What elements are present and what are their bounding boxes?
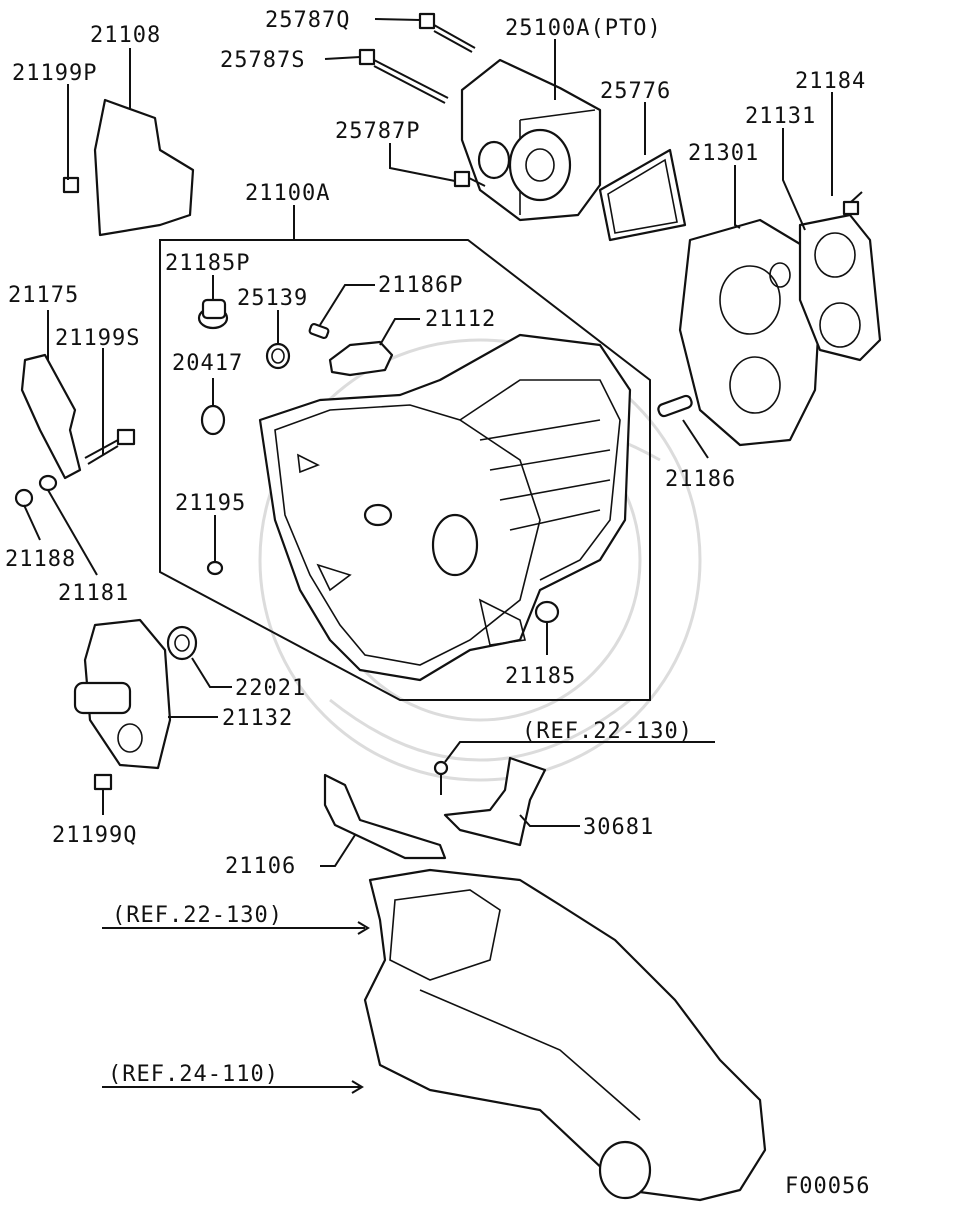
bolt-21199P [62,176,80,194]
bolt-21199Q [93,773,113,791]
label-21112: 21112 [425,307,496,332]
label-25139: 25139 [237,286,308,311]
bolt-25787Q [418,12,476,53]
gasket-21131 [798,213,882,362]
label-21100A: 21100A [245,181,330,206]
pin-21186P [308,322,330,340]
leader-lines [23,18,833,1094]
assembly-box-21100A [159,205,651,701]
stud-ref [433,760,449,795]
bracket-30681 [443,756,547,847]
nut-21188 [14,488,34,508]
label-21108: 21108 [90,23,161,48]
bolt-25787S [358,48,449,104]
label-25787P: 25787P [335,119,420,144]
ref-label-2: (REF.22-130) [112,903,283,928]
washer-21181 [38,474,58,492]
seal-22021 [166,625,198,661]
dowel-21186 [657,394,693,418]
pto-housing-25100A [460,58,602,222]
label-21132: 21132 [222,706,293,731]
bracket-21106 [323,773,447,860]
ref-label-3: (REF.24-110) [108,1062,279,1087]
label-21185: 21185 [505,664,576,689]
label-21181: 21181 [58,581,129,606]
plug-21185P [197,298,229,330]
label-20417: 20417 [172,351,243,376]
ref-label-1: (REF.22-130) [522,719,693,744]
bracket-21108 [93,98,195,237]
label-22021: 22021 [235,676,306,701]
oil-seal-25139 [265,342,291,370]
label-21301: 21301 [688,141,759,166]
label-30681: 30681 [583,815,654,840]
diagram-code: F00056 [785,1174,870,1199]
bolt-21184 [842,191,863,216]
gasket-25776 [598,148,687,242]
label-21186P: 21186P [378,273,463,298]
bolt-25787P [453,170,486,188]
label-21131: 21131 [745,104,816,129]
label-21188: 21188 [5,547,76,572]
retainer-21132 [73,618,172,770]
label-21199Q: 21199Q [52,823,137,848]
label-21106: 21106 [225,854,296,879]
seal-20417 [200,404,226,436]
label-25776: 25776 [600,79,671,104]
label-21199P: 21199P [12,61,97,86]
label-21199S: 21199S [55,326,140,351]
plug-21185 [534,600,560,624]
label-21184: 21184 [795,69,866,94]
bracket-21112 [328,340,394,377]
cover-21301 [678,218,822,447]
label-25787Q: 25787Q [265,8,350,33]
ring-21195 [206,560,224,576]
label-21186: 21186 [665,467,736,492]
label-25787S: 25787S [220,48,305,73]
callout-labels: 25787Q 25787S 25100A(PTO) 25776 21184 21… [5,8,870,1199]
bolt-21199S [84,428,136,465]
label-21185P: 21185P [165,251,250,276]
transmission-case-21100A [258,333,632,682]
bracket-21175 [20,353,82,480]
label-21175: 21175 [8,283,79,308]
transmission-lower-ref [363,868,767,1202]
label-21195: 21195 [175,491,246,516]
label-25100A: 25100A(PTO) [505,16,662,41]
